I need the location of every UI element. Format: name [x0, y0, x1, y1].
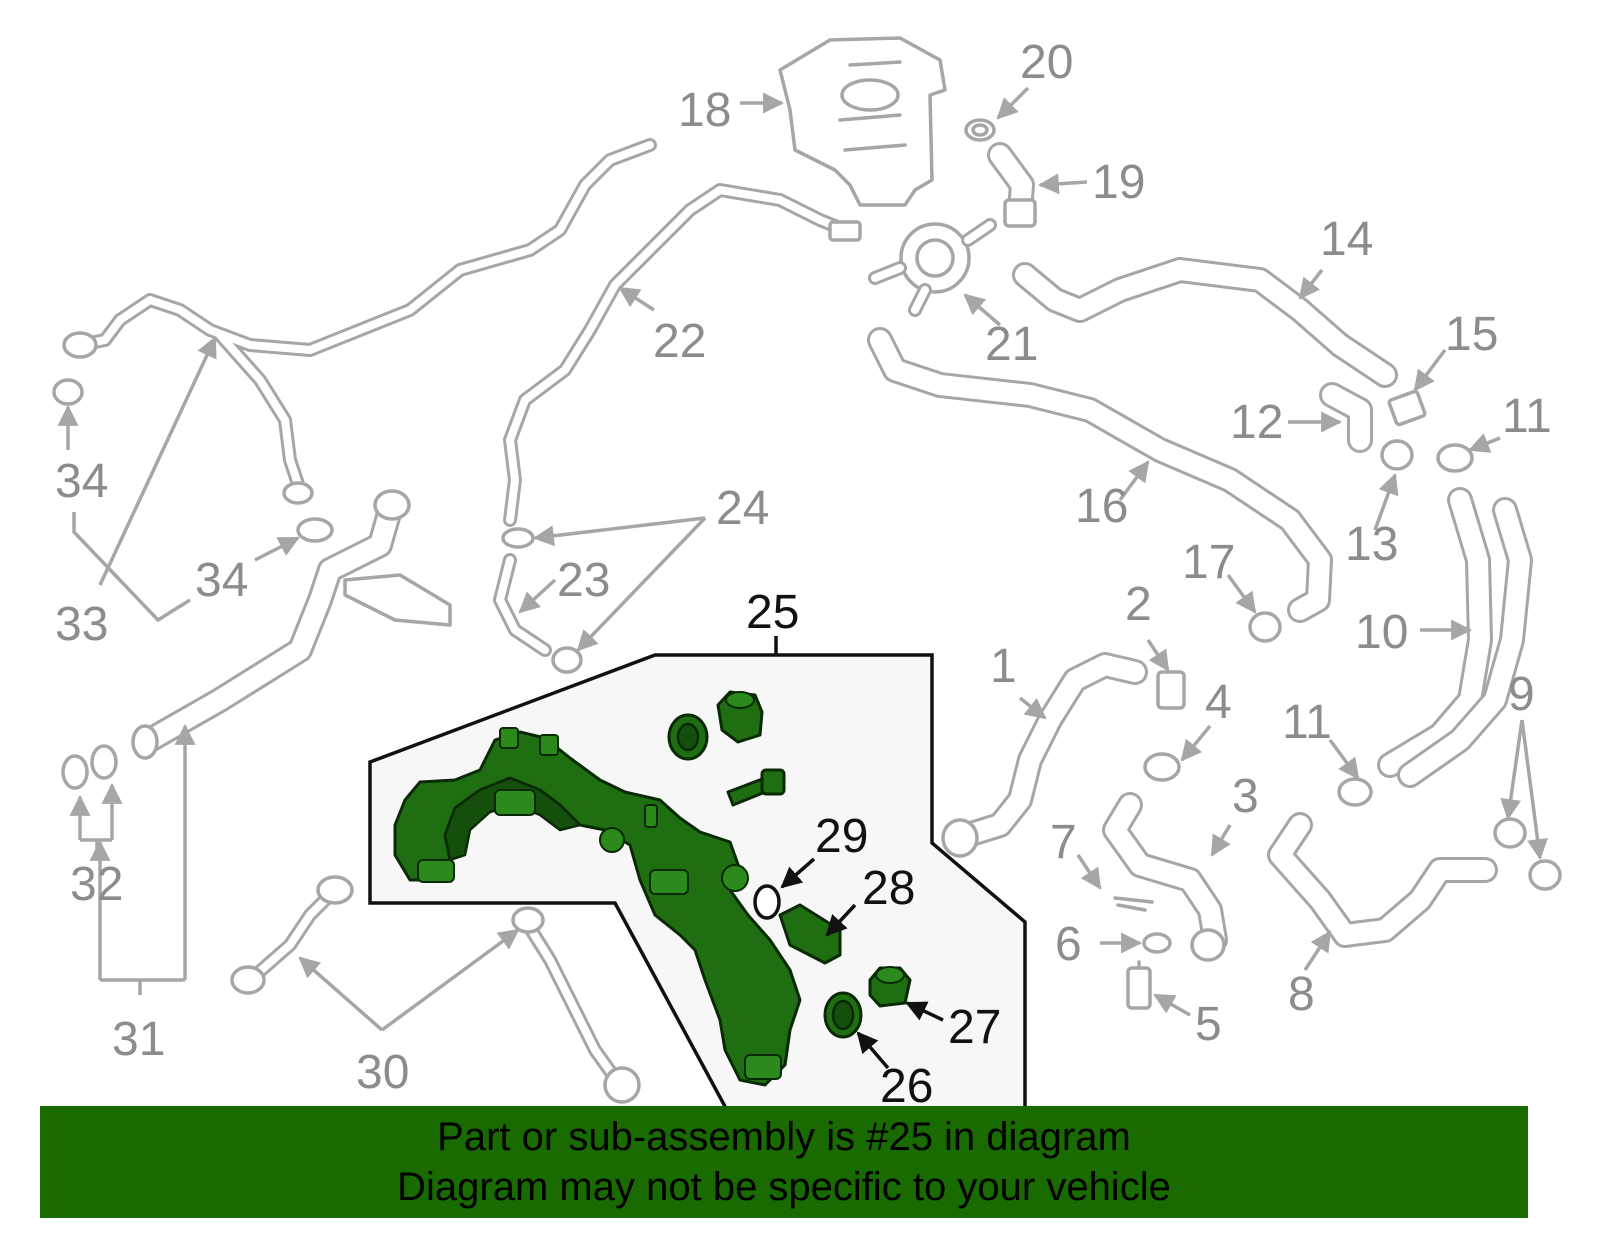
- seal-34-top: [52, 378, 84, 406]
- callout-28: 28: [862, 862, 915, 915]
- clamp-24-bottom: [551, 646, 583, 674]
- pipe-33: [62, 138, 657, 505]
- seal-6: [1142, 932, 1172, 954]
- clip-2: [1156, 670, 1186, 710]
- callout-20: 20: [1020, 36, 1073, 89]
- coolant-reservoir-18: [778, 36, 947, 207]
- callout-27: 27: [948, 1001, 1001, 1054]
- callout-25: 25: [746, 586, 799, 639]
- callout-14: 14: [1320, 213, 1373, 266]
- connector-19: [987, 142, 1037, 228]
- hose-12: [1319, 382, 1373, 453]
- callout-32: 32: [70, 858, 123, 911]
- hose-14: [1012, 257, 1398, 388]
- hose-3: [1102, 792, 1228, 962]
- hose-16: [867, 327, 1333, 623]
- clamp-11-top: [1436, 443, 1474, 473]
- callout-22: 22: [653, 315, 706, 368]
- water-outlet-assembly-25: [393, 727, 802, 1087]
- callout-17: 17: [1182, 536, 1235, 589]
- callout-2: 2: [1125, 578, 1152, 631]
- callout-8: 8: [1288, 968, 1315, 1021]
- sensor-5: [1126, 960, 1152, 1010]
- pipe-10: [1377, 487, 1533, 788]
- callout-6: 6: [1055, 918, 1082, 971]
- banner-line-2: Diagram may not be specific to your vehi…: [397, 1165, 1171, 1209]
- callout-21: 21: [985, 318, 1038, 371]
- callout-30: 30: [356, 1046, 409, 1099]
- callout-33: 33: [55, 598, 108, 651]
- bolt-top: [726, 768, 786, 807]
- callout-12: 12: [1230, 396, 1283, 449]
- hose-8: [1267, 812, 1498, 948]
- pipe-22: [503, 183, 862, 527]
- callout-13: 13: [1345, 518, 1398, 571]
- gasket-top: [667, 713, 709, 761]
- callout-31: 31: [112, 1013, 165, 1066]
- leader-lines: [57, 86, 1548, 1070]
- callout-7: 7: [1050, 816, 1077, 869]
- callout-29: 29: [815, 810, 868, 863]
- sensor-28: [778, 903, 842, 965]
- callout-18: 18: [678, 84, 731, 137]
- clamp-17: [1248, 611, 1282, 643]
- clamp-24-top: [501, 527, 535, 549]
- clip-15: [1387, 389, 1427, 427]
- hose-1: [941, 652, 1148, 858]
- o-ring-29: [753, 884, 781, 920]
- clamp-4: [1143, 752, 1181, 782]
- callout-11-lower: 11: [1282, 696, 1332, 749]
- callout-23: 23: [557, 554, 610, 607]
- clamp-11-bottom: [1337, 777, 1373, 807]
- pipe-31: [131, 489, 452, 760]
- clamp-13: [1380, 439, 1414, 471]
- clip-7: [1113, 896, 1154, 912]
- gasket-26: [823, 991, 863, 1039]
- callout-19: 19: [1092, 156, 1145, 209]
- seal-32-right: [90, 744, 118, 780]
- callout-26: 26: [880, 1060, 933, 1113]
- callout-34-lower: 34: [195, 554, 248, 607]
- seal-34-bottom: [296, 517, 334, 543]
- clamp-9-bottom: [1528, 859, 1562, 891]
- callouts: 1 2 3 4 5 6 7 8 9 10 11 11 12 13 14 15 1…: [55, 36, 1552, 1113]
- hose-23: [493, 553, 552, 657]
- callout-34-upper: 34: [55, 455, 108, 508]
- pipe-30: [230, 875, 641, 1104]
- callout-10: 10: [1355, 606, 1408, 659]
- info-banner: Part or sub-assembly is #25 in diagram D…: [40, 1106, 1528, 1218]
- callout-11-upper: 11: [1502, 390, 1552, 443]
- clamp-20: [964, 118, 996, 142]
- banner-line-1: Part or sub-assembly is #25 in diagram: [437, 1115, 1131, 1159]
- callout-3: 3: [1232, 770, 1259, 823]
- callout-15: 15: [1445, 308, 1498, 361]
- callout-24: 24: [716, 482, 769, 535]
- seal-32-left: [61, 754, 89, 790]
- plug-27: [868, 966, 912, 1008]
- callout-4: 4: [1205, 676, 1232, 729]
- callout-1: 1: [990, 640, 1017, 693]
- callout-16: 16: [1075, 480, 1128, 533]
- callout-9: 9: [1508, 668, 1535, 721]
- valve-21: [868, 218, 997, 317]
- plug-top: [716, 690, 764, 744]
- clamp-9-top: [1493, 817, 1527, 849]
- callout-5: 5: [1195, 998, 1222, 1051]
